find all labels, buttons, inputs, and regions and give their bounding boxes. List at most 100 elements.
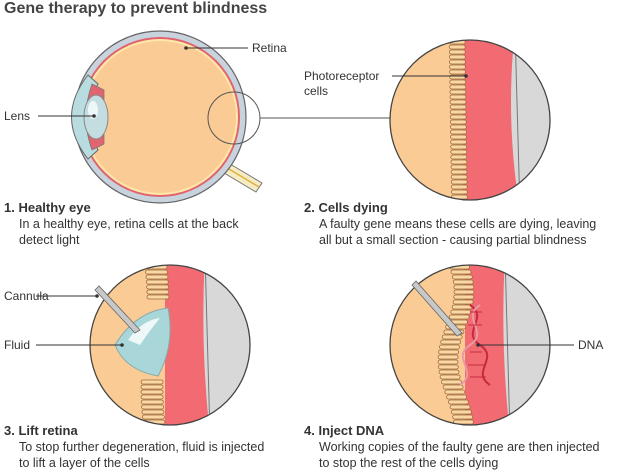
photoreceptor-cell	[449, 114, 467, 120]
photoreceptor-cell	[446, 255, 466, 259]
photoreceptor-cell	[450, 129, 467, 135]
photoreceptor-cell	[141, 414, 165, 420]
photoreceptor-cell	[449, 104, 467, 110]
photoreceptor-cell	[438, 349, 460, 355]
photoreceptor-cell	[448, 260, 468, 264]
step-1-desc-line2: detect light	[19, 233, 80, 247]
photoreceptor-cell	[452, 299, 474, 305]
photoreceptor-cell	[448, 54, 466, 60]
photoreceptor-cell	[141, 404, 165, 410]
lens-label: Lens	[4, 109, 31, 123]
photoreceptor-cell	[451, 304, 473, 310]
photoreceptor-cell	[450, 164, 468, 170]
photoreceptor-cell	[450, 189, 468, 195]
photoreceptor-cell	[449, 109, 467, 115]
step-3-caption: 3. Lift retina To stop further degenerat…	[4, 423, 300, 471]
step-3-desc-line1: To stop further degeneration, fluid is i…	[19, 440, 265, 454]
photoreceptor-cell	[448, 44, 466, 50]
photoreceptor-cell	[439, 374, 461, 380]
page-title: Gene therapy to prevent blindness	[4, 0, 268, 17]
photoreceptor-label-line1: Photoreceptor	[304, 69, 380, 83]
photoreceptor-cell	[450, 154, 468, 160]
photoreceptor-cell	[449, 59, 466, 65]
step-2-desc-line1: A faulty gene means these cells are dyin…	[319, 217, 597, 231]
step-2-desc-line2: all but a small section - causing partia…	[319, 233, 587, 247]
photoreceptor-cell	[451, 274, 473, 280]
photoreceptor-cell	[450, 179, 468, 185]
photoreceptor-cell	[450, 184, 468, 190]
photoreceptor-cell	[437, 359, 459, 365]
photoreceptor-cell	[450, 124, 467, 130]
fluid-bubble	[114, 307, 171, 377]
photoreceptor-cell	[449, 84, 467, 90]
photoreceptor-cells-treated	[437, 255, 475, 425]
fluid-label: Fluid	[4, 338, 31, 352]
photoreceptor-cell	[145, 269, 168, 275]
step-3-heading: 3. Lift retina	[4, 423, 78, 438]
photoreceptor-cell	[144, 255, 166, 259]
photoreceptor-cell	[449, 404, 471, 410]
photoreceptor-cell	[146, 284, 170, 290]
photoreceptor-cell	[449, 119, 467, 125]
photoreceptor-cell	[444, 389, 466, 395]
photoreceptor-cell	[449, 35, 465, 39]
photoreceptor-cell	[140, 394, 164, 400]
photoreceptor-cell	[449, 89, 467, 95]
photoreceptor-cell	[449, 94, 467, 100]
photoreceptor-cell	[448, 314, 470, 320]
photoreceptor-cell	[145, 274, 169, 280]
eyeball-vitreous	[84, 41, 236, 193]
step-2-heading: 2. Cells dying	[304, 200, 388, 215]
photoreceptor-cell	[453, 289, 475, 295]
photoreceptor-cell	[452, 414, 474, 420]
photoreceptor-cell	[449, 30, 465, 34]
photoreceptor-cell	[140, 389, 164, 395]
photoreceptor-cell	[446, 394, 468, 400]
photoreceptor-cell	[146, 294, 170, 300]
step-2-caption: 2. Cells dying A faulty gene means these…	[304, 200, 622, 248]
photoreceptor-cell	[453, 284, 475, 290]
photoreceptor-cell	[450, 149, 468, 155]
photoreceptor-cell	[146, 289, 170, 295]
photoreceptor-cell	[439, 344, 460, 350]
photoreceptor-cell	[450, 144, 468, 150]
dna-label: DNA	[578, 338, 604, 352]
photoreceptor-cell	[140, 379, 164, 385]
photoreceptor-cell	[438, 369, 460, 375]
step-1-heading: 1. Healthy eye	[4, 200, 91, 215]
step-1-desc-line1: In a healthy eye, retina cells at the ba…	[19, 217, 239, 231]
photoreceptor-cell	[450, 269, 472, 275]
cannula-needle	[94, 285, 141, 334]
photoreceptor-cell	[449, 99, 467, 105]
cannula-label: Cannula	[4, 289, 49, 303]
photoreceptor-cell	[450, 309, 472, 315]
lift-retina-illustration	[90, 255, 250, 425]
photoreceptor-cell	[449, 79, 467, 85]
photoreceptor-cell	[441, 379, 462, 385]
injection-needle	[411, 280, 463, 337]
photoreceptor-cell	[449, 69, 467, 75]
step-4-desc-line2: to stop the rest of the cells dying	[319, 456, 499, 470]
healthy-eye-illustration	[71, 30, 390, 204]
step-4-heading: 4. Inject DNA	[304, 423, 385, 438]
photoreceptor-cell	[442, 384, 464, 390]
photoreceptor-cell	[451, 409, 472, 415]
photoreceptor-cell	[140, 384, 164, 390]
step-1-caption: 1. Healthy eye In a healthy eye, retina …	[4, 200, 294, 248]
photoreceptor-cell	[448, 49, 466, 55]
cells-dying-illustration	[390, 30, 550, 200]
photoreceptor-cell	[453, 294, 475, 300]
retina-label: Retina	[252, 41, 287, 55]
photoreceptor-label-line2: cells	[304, 84, 329, 98]
photoreceptor-cell	[450, 159, 468, 165]
step-4-desc-line1: Working copies of the faulty gene are th…	[319, 440, 600, 454]
step-4-caption: 4. Inject DNA Working copies of the faul…	[304, 423, 622, 471]
photoreceptor-cell	[450, 134, 467, 140]
photoreceptor-cell	[441, 334, 463, 340]
photoreceptor-cell	[141, 409, 165, 415]
photoreceptor-cell	[450, 169, 468, 175]
photoreceptor-cell	[450, 174, 468, 180]
photoreceptor-cell	[449, 64, 466, 70]
photoreceptor-cell	[448, 399, 469, 405]
